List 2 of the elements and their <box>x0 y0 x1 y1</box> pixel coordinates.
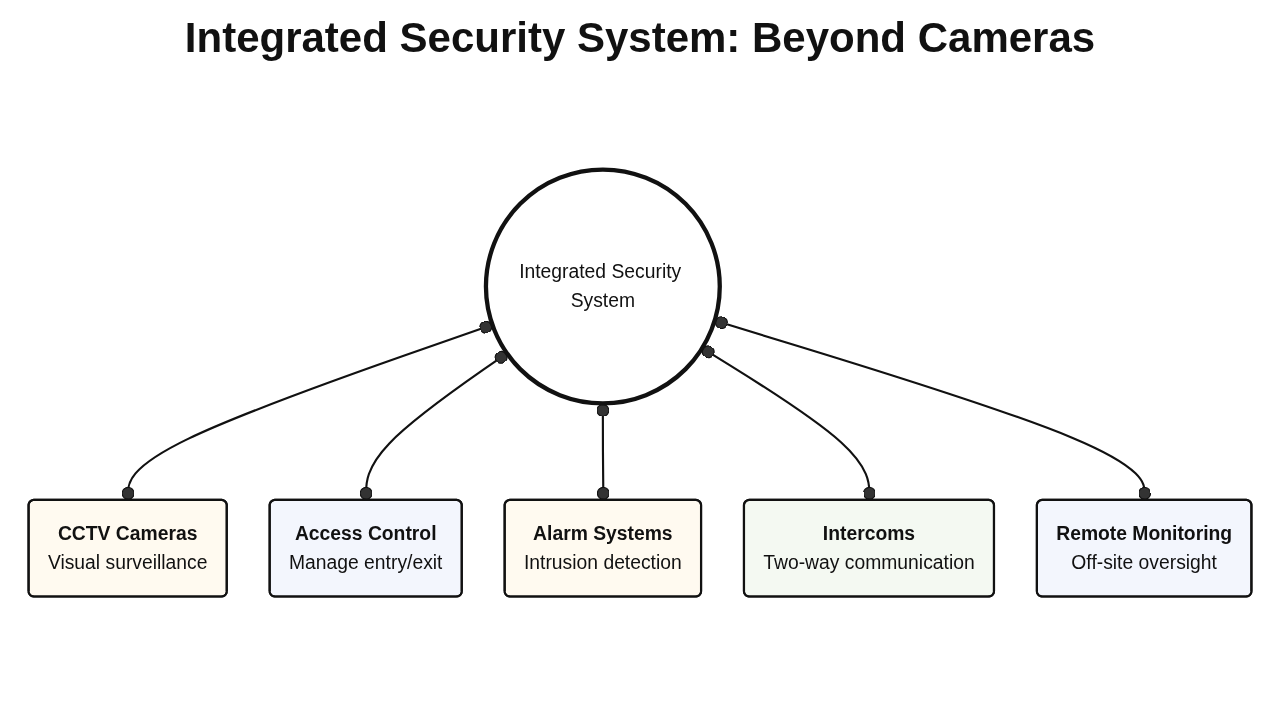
node-circle: Integrated Security System <box>483 167 722 406</box>
diagram-title: Integrated Security System: Beyond Cameras <box>183 14 1097 62</box>
